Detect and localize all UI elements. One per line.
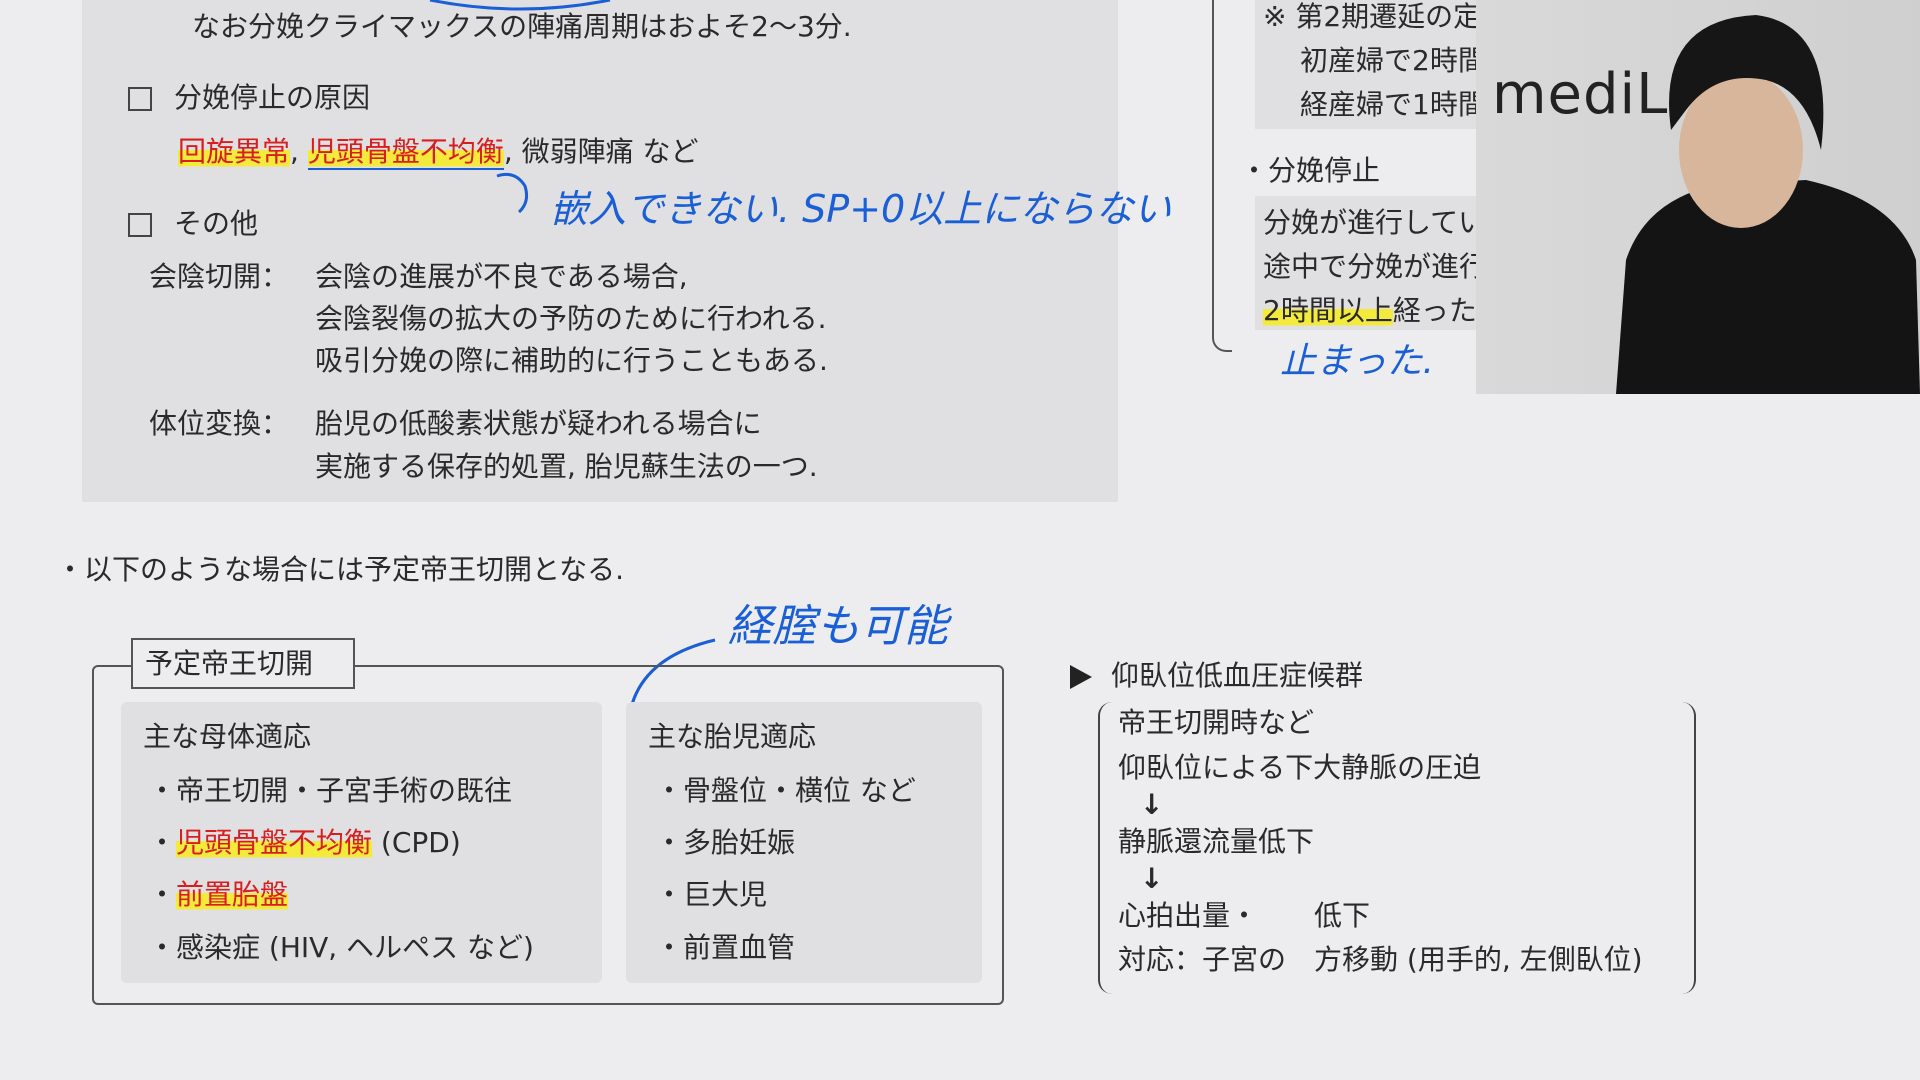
down-arrow-icon: ↓: [1140, 788, 1164, 821]
handwriting-transvaginal: 経腟も可能: [728, 601, 948, 652]
climax-note: なお分娩クライマックスの陣痛周期はおよそ2〜3分.: [192, 10, 852, 43]
cause-list: 回旋異常, 児頭骨盤不均衡, 微弱陣痛 など: [178, 135, 699, 170]
other-heading: その他: [128, 207, 258, 241]
sep: ,: [290, 135, 308, 168]
checkbox-icon: [128, 87, 152, 111]
top-notes-panel: [82, 0, 1118, 502]
arrest-line: 途中で分娩が進行: [1263, 250, 1488, 283]
cause-rest: , 微弱陣痛 など: [503, 135, 699, 168]
handwriting-engagement: 嵌入できない. SP+0以上にならない: [550, 187, 1172, 231]
bracket: [1212, 0, 1232, 352]
down-arrow-icon: ↓: [1140, 862, 1164, 895]
handwriting-stopped: 止まった.: [1280, 341, 1435, 382]
arrest-line: 2時間以上経った: [1263, 294, 1477, 328]
syndrome-line: 帝王切開時など: [1118, 706, 1315, 739]
dot: ・: [148, 826, 177, 859]
arrest-line: 分娩が進行してい: [1263, 206, 1487, 239]
maternal-item: ・児頭骨盤不均衡 (CPD): [148, 826, 461, 860]
position-change-line: 胎児の低酸素状態が疑われる場合に: [315, 407, 762, 440]
maternal-item: ・帝王切開・子宮手術の既往: [148, 774, 513, 807]
presenter-video: [1616, 15, 1920, 394]
position-change-line: 実施する保存的処置, 胎児蘇生法の一つ.: [315, 450, 818, 483]
placenta-previa-highlight: 前置胎盤: [176, 878, 289, 911]
triangle-bullet-icon: [1070, 665, 1092, 689]
cause-cpd: 児頭骨盤不均衡: [307, 135, 504, 170]
delay-note-line: ※ 第2期遷延の定: [1263, 0, 1482, 33]
syndrome-line: 静脈還流量低下: [1118, 825, 1315, 858]
fetal-panel: [626, 702, 982, 983]
episiotomy-line: 会陰の進展が不良である場合,: [315, 260, 688, 293]
syndrome-line: 対応：子宮の 方移動 (用手的, 左側臥位): [1118, 943, 1643, 976]
syndrome-line: 心拍出量・ 低下: [1118, 899, 1371, 932]
cesarean-title: 予定帝王切開: [131, 638, 355, 689]
position-change-term: 体位変換：: [149, 407, 290, 440]
delay-note-line: 初産婦で2時間: [1300, 44, 1486, 77]
arrest-highlight: 2時間以上: [1263, 294, 1393, 327]
cesarean-bullet: ・以下のような場合には予定帝王切開となる.: [56, 553, 625, 586]
fetal-item: ・骨盤位・横位 など: [655, 774, 916, 807]
handwritten-circle-mark: [429, 0, 611, 11]
other-heading-label: その他: [174, 207, 259, 240]
syndrome-bracket: [1098, 702, 1696, 994]
cause-heading-label: 分娩停止の原因: [174, 81, 371, 114]
syndrome-title: 仰臥位低血圧症候群: [1111, 659, 1364, 692]
fetal-item: ・多胎妊娠: [655, 826, 796, 859]
episiotomy-line: 吸引分娩の際に補助的に行うこともある.: [315, 344, 828, 377]
maternal-item: ・感染症 (HIV, ヘルペス など): [148, 931, 534, 964]
webcam-overlay: mediL: [1476, 0, 1920, 394]
cause-heading: 分娩停止の原因: [128, 81, 370, 115]
fetal-item: ・巨大児: [655, 878, 768, 911]
medil-logo: mediL: [1492, 62, 1669, 127]
cpd-highlight: 児頭骨盤不均衡: [176, 826, 373, 859]
delay-note-panel: [1255, 0, 1476, 129]
cpd-suffix: (CPD): [372, 826, 461, 859]
arrest-heading: ・分娩停止: [1240, 154, 1381, 187]
delay-note-line: 経産婦で1時間: [1300, 88, 1486, 121]
cesarean-box: [92, 665, 1004, 1005]
episiotomy-term: 会陰切開：: [149, 260, 290, 293]
handwritten-arrow: [496, 172, 528, 214]
maternal-heading: 主な母体適応: [143, 720, 312, 753]
cause-rotation: 回旋異常: [178, 135, 291, 168]
dot: ・: [148, 878, 177, 911]
episiotomy-line: 会陰裂傷の拡大の予防のために行われる.: [315, 302, 827, 335]
maternal-item: ・前置胎盤: [148, 878, 289, 912]
syndrome-line: 仰臥位による下大静脈の圧迫: [1118, 751, 1482, 784]
arrest-line-rest: 経った: [1392, 294, 1477, 327]
fetal-item: ・前置血管: [655, 931, 796, 964]
checkbox-icon: [128, 213, 152, 237]
fetal-heading: 主な胎児適応: [648, 720, 817, 753]
